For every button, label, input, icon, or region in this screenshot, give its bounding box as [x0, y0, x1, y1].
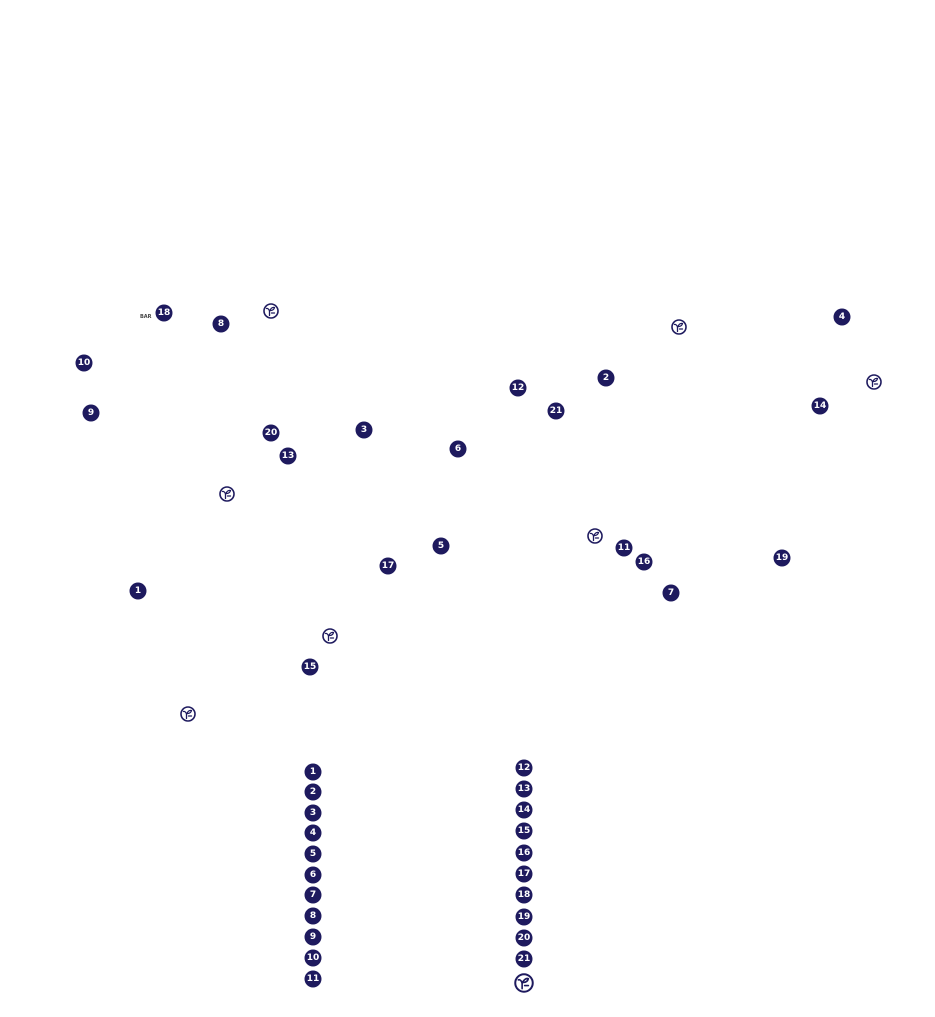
- map-marker-label: 19: [776, 553, 789, 563]
- plant-sprout-icon[interactable]: [180, 706, 196, 722]
- plant-sprout-icon[interactable]: [263, 303, 279, 319]
- legend-item: 20: [515, 929, 533, 947]
- plant-sprout-icon: [514, 973, 534, 993]
- legend-item: 19: [515, 908, 533, 926]
- plant-sprout-icon[interactable]: [219, 486, 235, 502]
- map-marker-label: 18: [158, 308, 171, 318]
- legend-item: 16: [515, 844, 533, 862]
- map-marker-19[interactable]: 19: [773, 549, 791, 567]
- legend-item-label: 11: [307, 974, 320, 984]
- legend-item-label: 19: [518, 912, 531, 922]
- map-marker-18[interactable]: 18: [155, 304, 173, 322]
- legend-item: 10: [304, 949, 322, 967]
- legend-item: 8: [304, 907, 322, 925]
- map-marker-label: 17: [382, 561, 395, 571]
- legend-item-label: 6: [310, 870, 316, 880]
- legend-item-label: 20: [518, 933, 531, 943]
- legend-item: 12: [515, 759, 533, 777]
- map-marker-3[interactable]: 3: [355, 421, 373, 439]
- map-marker-21[interactable]: 21: [547, 402, 565, 420]
- plant-sprout-icon[interactable]: [866, 374, 882, 390]
- map-marker-8[interactable]: 8: [212, 315, 230, 333]
- legend-item-label: 1: [310, 767, 316, 777]
- map-marker-label: 7: [668, 588, 674, 598]
- map-marker-20[interactable]: 20: [262, 424, 280, 442]
- legend-item-label: 12: [518, 763, 531, 773]
- legend-right-column: 12 13 14 15 16 17: [514, 759, 534, 993]
- map-marker-6[interactable]: 6: [449, 440, 467, 458]
- map-marker-label: 3: [361, 425, 367, 435]
- legend-item-label: 8: [310, 911, 316, 921]
- map-marker-label: 9: [88, 408, 94, 418]
- map-marker-label: 12: [512, 383, 525, 393]
- legend-item: 18: [515, 886, 533, 904]
- map-marker-9[interactable]: 9: [82, 404, 100, 422]
- legend-item-label: 14: [518, 805, 531, 815]
- legend-item: 9: [304, 928, 322, 946]
- legend-item: 5: [304, 845, 322, 863]
- legend-item: 3: [304, 804, 322, 822]
- legend-item: 2: [304, 783, 322, 801]
- map-marker-label: 11: [618, 543, 631, 553]
- legend-item: 1: [304, 763, 322, 781]
- map-marker-11[interactable]: 11: [615, 539, 633, 557]
- map-marker-label: 2: [603, 373, 609, 383]
- map-marker-label: 4: [839, 312, 845, 322]
- legend-item-label: 21: [518, 954, 531, 964]
- map-small-label: BAR: [140, 314, 152, 320]
- legend-item-label: 4: [310, 828, 316, 838]
- legend-item-label: 7: [310, 890, 316, 900]
- legend-item-label: 18: [518, 890, 531, 900]
- map-marker-2[interactable]: 2: [597, 369, 615, 387]
- map-marker-label: 13: [282, 451, 295, 461]
- legend-item: 6: [304, 866, 322, 884]
- legend-item: 7: [304, 886, 322, 904]
- legend-item: 21: [515, 950, 533, 968]
- map-marker-label: 15: [304, 662, 317, 672]
- map-marker-label: 8: [218, 319, 224, 329]
- legend-item-label: 3: [310, 808, 316, 818]
- map-marker-15[interactable]: 15: [301, 658, 319, 676]
- map-marker-7[interactable]: 7: [662, 584, 680, 602]
- map-marker-13[interactable]: 13: [279, 447, 297, 465]
- legend-item-label: 13: [518, 784, 531, 794]
- legend-item-label: 15: [518, 826, 531, 836]
- plant-sprout-icon[interactable]: [671, 319, 687, 335]
- legend-left-column: 1 2 3 4 5 6 7: [304, 763, 322, 988]
- map-marker-label: 6: [455, 444, 461, 454]
- map-marker-label: 16: [638, 557, 651, 567]
- map-marker-label: 14: [814, 401, 827, 411]
- legend-item-label: 5: [310, 849, 316, 859]
- map-marker-17[interactable]: 17: [379, 557, 397, 575]
- map-marker-label: 20: [265, 428, 278, 438]
- map-marker-12[interactable]: 12: [509, 379, 527, 397]
- legend-item: 11: [304, 970, 322, 988]
- plant-sprout-icon[interactable]: [587, 528, 603, 544]
- map-marker-label: 10: [78, 358, 91, 368]
- map-legend: 1 2 3 4 5 6 7: [304, 759, 534, 993]
- legend-item: 15: [515, 822, 533, 840]
- map-marker-1[interactable]: 1: [129, 582, 147, 600]
- map-marker-label: 21: [550, 406, 563, 416]
- plant-sprout-icon[interactable]: [322, 628, 338, 644]
- map-marker-label: 5: [438, 541, 444, 551]
- map-marker-14[interactable]: 14: [811, 397, 829, 415]
- map-marker-5[interactable]: 5: [432, 537, 450, 555]
- legend-item: 4: [304, 824, 322, 842]
- legend-item-label: 10: [307, 953, 320, 963]
- legend-item-label: 2: [310, 787, 316, 797]
- legend-item: 14: [515, 801, 533, 819]
- legend-item: 17: [515, 865, 533, 883]
- map-marker-label: 1: [135, 586, 141, 596]
- legend-item-label: 16: [518, 848, 531, 858]
- legend-item-label: 9: [310, 932, 316, 942]
- map-marker-10[interactable]: 10: [75, 354, 93, 372]
- legend-item: 13: [515, 780, 533, 798]
- map-marker-4[interactable]: 4: [833, 308, 851, 326]
- map-marker-16[interactable]: 16: [635, 553, 653, 571]
- legend-item-label: 17: [518, 869, 531, 879]
